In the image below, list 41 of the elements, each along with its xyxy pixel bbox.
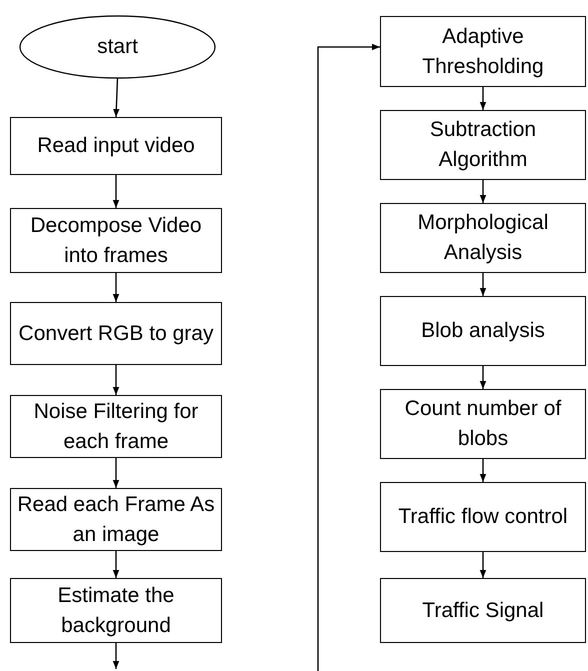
- box-label: Read input video: [36, 133, 196, 159]
- box-label: Subtraction Algorithm: [428, 117, 538, 173]
- process-box: [10, 395, 222, 458]
- box-label: Noise Filtering for each frame: [32, 398, 200, 454]
- process-box: [380, 482, 586, 552]
- arrow: [480, 87, 486, 110]
- process-box: [380, 296, 586, 366]
- process-box: [380, 203, 586, 273]
- process-box: [10, 578, 222, 643]
- process-box: [10, 208, 222, 273]
- box-label: Read each Frame As an image: [16, 492, 216, 548]
- process-box: [380, 110, 586, 180]
- box-label: Convert RGB to gray: [18, 320, 214, 346]
- arrow: [112, 273, 120, 302]
- arrow: [480, 180, 486, 203]
- box-label: Traffic flow control: [397, 504, 569, 530]
- box-label: Estimate the background: [56, 582, 176, 638]
- process-box: [380, 16, 586, 87]
- arrow: [112, 551, 120, 578]
- arrow: [112, 458, 120, 488]
- arrow: [480, 366, 486, 389]
- process-box: [10, 488, 222, 551]
- box-label: Count number of blobs: [404, 396, 562, 452]
- box-label: Adaptive Thresholding: [421, 24, 545, 80]
- box-label: Decompose Video into frames: [29, 212, 203, 268]
- box-label: Traffic Signal: [421, 598, 545, 624]
- arrow: [112, 643, 120, 669]
- arrow: [113, 78, 120, 118]
- box-label: Morphological Analysis: [416, 210, 550, 266]
- arrow: [480, 459, 486, 482]
- process-box: [10, 117, 222, 175]
- arrow: [317, 44, 380, 671]
- arrow: [112, 365, 120, 395]
- arrow: [480, 552, 486, 578]
- box-label: Blob analysis: [420, 318, 546, 344]
- box-label: start: [96, 34, 139, 60]
- process-box: [380, 389, 586, 459]
- process-box: [380, 578, 586, 643]
- arrow: [480, 273, 486, 296]
- arrow: [112, 175, 120, 208]
- process-box: [10, 302, 222, 365]
